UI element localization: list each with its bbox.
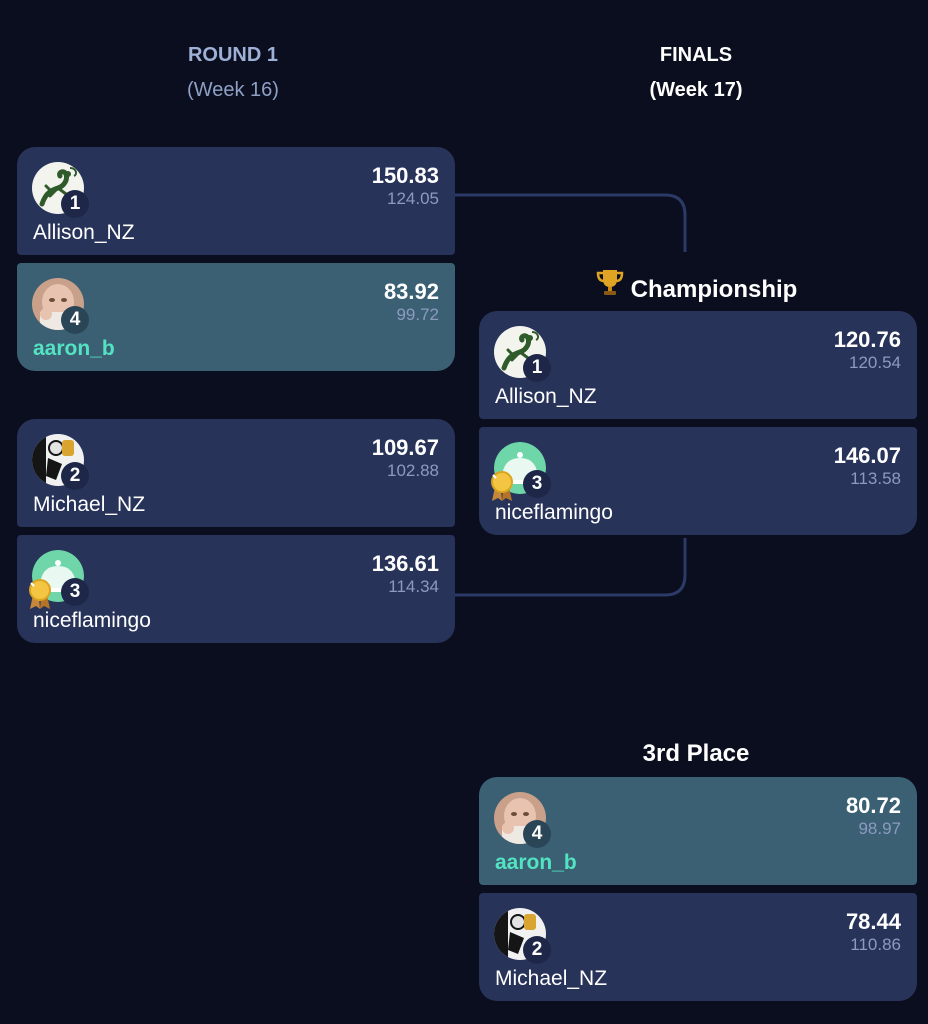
seed-badge: 3 [61, 578, 89, 606]
round1-title: ROUND 1 [187, 44, 278, 66]
team-projected: 114.34 [388, 577, 439, 596]
team-score: 120.76 [833, 327, 901, 352]
team-score: 136.61 [371, 551, 439, 576]
medal-icon [489, 471, 515, 501]
championship-title: Championship [630, 276, 798, 303]
team-name: Allison_NZ [33, 221, 135, 244]
matchup-card-team[interactable]: 2 Michael_NZ 78.44 110.86 [479, 893, 917, 1001]
seed-badge: 2 [61, 462, 89, 490]
third-place-label: 3rd Place [642, 740, 750, 767]
seed-badge: 4 [61, 306, 89, 334]
team-projected: 99.72 [396, 305, 439, 324]
team-name: aaron_b [495, 851, 577, 874]
matchup-card-team[interactable]: 1 Allison_NZ 150.83 124.05 [17, 147, 455, 255]
team-score: 78.44 [845, 909, 901, 934]
matchup-card-team[interactable]: 3 niceflamingo 146.07 113.58 [479, 427, 917, 535]
matchup-card-team[interactable]: 1 Allison_NZ 120.76 120.54 [479, 311, 917, 419]
championship-label: Championship [477, 267, 915, 304]
round1-header: ROUND 1 (Week 16) [83, 40, 383, 110]
matchup-card-team[interactable]: 4 aaron_b 80.72 98.97 [479, 777, 917, 885]
matchup-card-team[interactable]: 2 Michael_NZ 109.67 102.88 [17, 419, 455, 527]
seed-badge: 4 [523, 820, 551, 848]
seed-badge: 3 [523, 470, 551, 498]
team-name: Michael_NZ [495, 967, 608, 990]
team-projected: 124.05 [387, 189, 439, 208]
matchup-card-team[interactable]: 4 aaron_b 83.92 99.72 [17, 263, 455, 371]
team-name: aaron_b [33, 337, 115, 360]
team-projected: 110.86 [850, 935, 901, 954]
seed-badge: 2 [523, 936, 551, 964]
team-projected: 113.58 [850, 469, 901, 488]
round1-week: (Week 16) [187, 79, 279, 101]
team-projected: 98.97 [858, 819, 901, 838]
medal-icon [27, 579, 53, 609]
seed-badge: 1 [61, 190, 89, 218]
team-score: 109.67 [371, 435, 439, 460]
finals-header: FINALS (Week 17) [546, 40, 846, 110]
trophy-icon [595, 267, 625, 304]
finals-week: (Week 17) [649, 79, 743, 101]
team-projected: 120.54 [849, 353, 901, 372]
matchup-card-team[interactable]: 3 niceflamingo 136.61 114.34 [17, 535, 455, 643]
team-name: niceflamingo [33, 609, 151, 632]
team-name: Michael_NZ [33, 493, 146, 516]
team-score: 83.92 [383, 279, 439, 304]
team-name: niceflamingo [495, 501, 613, 524]
team-projected: 102.88 [387, 461, 439, 480]
finals-title: FINALS [659, 44, 733, 66]
team-score: 146.07 [833, 443, 901, 468]
seed-badge: 1 [523, 354, 551, 382]
team-score: 150.83 [371, 163, 439, 188]
team-score: 80.72 [845, 793, 901, 818]
team-name: Allison_NZ [495, 385, 597, 408]
